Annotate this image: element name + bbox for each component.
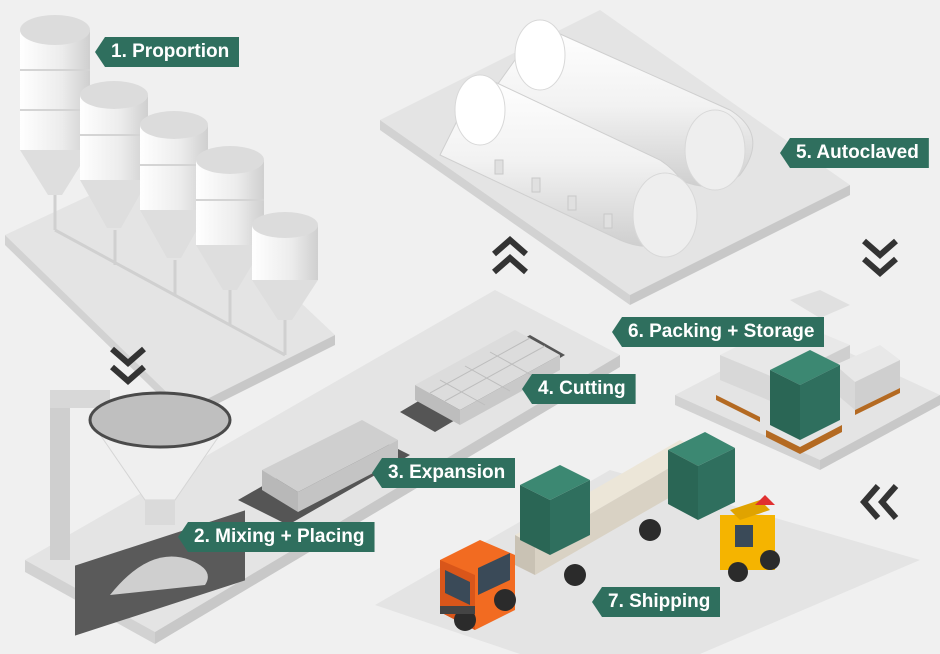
double-chevron-icon [492,236,528,275]
forklift-icon [668,432,780,582]
step-label-autoclaved: 5. Autoclaved [780,138,929,168]
double-chevron-icon [860,484,899,520]
double-chevron-icon [862,238,898,277]
silo-icon [20,15,318,357]
step-label-shipping: 7. Shipping [592,587,721,617]
step-label-mixing-placing: 2. Mixing + Placing [178,522,375,552]
cutting-blocks [400,330,565,432]
expansion-mold [238,420,410,525]
truck-icon [440,440,700,631]
step-label-cutting: 4. Cutting [522,374,636,404]
step-label-expansion: 3. Expansion [372,458,516,488]
step-label-packing-storage: 6. Packing + Storage [612,317,825,347]
double-chevron-icon [110,346,146,385]
autoclave-tank-icon [439,19,754,258]
step-label-proportion: 1. Proportion [95,37,240,67]
